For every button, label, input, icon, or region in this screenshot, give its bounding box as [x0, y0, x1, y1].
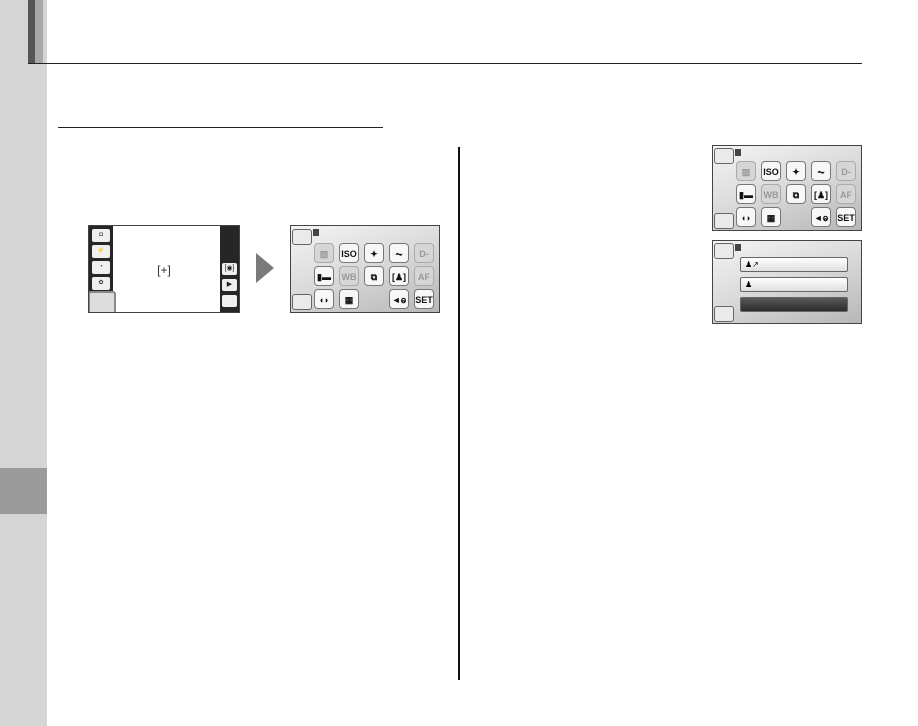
chapter-tab: [0, 468, 47, 514]
menu-icon-4[interactable]: ⏦: [811, 161, 831, 181]
menu-icon-6[interactable]: ▮▬: [736, 184, 756, 204]
focus-frame-icon: [+]: [157, 263, 171, 277]
menu-icon-14[interactable]: SET: [414, 289, 434, 309]
menu-icon-2[interactable]: ISO: [339, 243, 359, 263]
menu-back-tab[interactable]: [292, 229, 312, 245]
menu-icon-5[interactable]: D-Rg: [836, 161, 856, 197]
side-strip: [0, 0, 47, 726]
menu-icon-6[interactable]: ▮▬: [314, 266, 334, 286]
macro-off-icon[interactable]: ✿: [92, 277, 110, 290]
option-row-selected[interactable]: [740, 297, 848, 312]
menu-icon-11[interactable]: ◖◗: [736, 207, 756, 227]
menu-icon-9[interactable]: [♟]: [389, 266, 409, 286]
arrow-right-icon: [256, 253, 274, 283]
menu-icon-1[interactable]: ▨: [314, 243, 334, 263]
menu-icon-11[interactable]: ◖◗: [314, 289, 334, 309]
menu-button-highlight[interactable]: [89, 291, 116, 312]
menu-icon-4[interactable]: ⏦: [389, 243, 409, 263]
menu-icon-9[interactable]: [♟]: [811, 184, 831, 204]
face-detect-icon[interactable]: [◉]: [222, 263, 237, 275]
flash-auto-icon[interactable]: ⚡: [92, 245, 110, 258]
menu-icon-8[interactable]: ⧉: [364, 266, 384, 286]
menu-icon-2[interactable]: ISO: [761, 161, 781, 181]
menu-bottom-tab-2[interactable]: [714, 213, 734, 229]
menu-header-icon: [313, 229, 319, 236]
playback-icon[interactable]: ▶: [222, 279, 237, 291]
header-bar-light: [35, 0, 43, 64]
menu-icon-1[interactable]: ▨: [736, 161, 756, 181]
menu-icon-12[interactable]: ▦: [761, 207, 781, 227]
header-bar-dark: [28, 0, 35, 64]
self-timer-off-icon[interactable]: ◔: [92, 261, 110, 274]
menu-icon-14[interactable]: SET: [836, 207, 856, 227]
menu-icon-3[interactable]: ✦: [364, 243, 384, 263]
shooting-screen: ◘ ⚡ ◔ ✿ [+] [◉] ▶: [88, 225, 240, 313]
menu-icon-7[interactable]: WB: [761, 184, 781, 204]
section-rule: [58, 127, 383, 128]
option-row-2[interactable]: ♟: [740, 277, 848, 292]
blank-right-button[interactable]: [222, 295, 237, 307]
menu-back-tab-2[interactable]: [714, 148, 734, 164]
menu-icon-10[interactable]: AF: [836, 184, 856, 204]
option-back-tab[interactable]: [714, 243, 734, 259]
menu-icon-12[interactable]: ▦: [339, 289, 359, 309]
menu-icon-13[interactable]: ◄ⱺ: [811, 207, 831, 227]
shooting-right-panel: [◉] ▶: [220, 226, 239, 312]
menu-icon-3[interactable]: ✦: [786, 161, 806, 181]
menu-icon-7[interactable]: WB: [339, 266, 359, 286]
menu-icon-13[interactable]: ◄ⱺ: [389, 289, 409, 309]
menu-icon-5[interactable]: D-Rg: [414, 243, 434, 279]
option-row-1[interactable]: ♟↗: [740, 257, 848, 272]
menu-icon-10[interactable]: AF: [414, 266, 434, 286]
header-rule: [28, 63, 862, 64]
menu-header-icon-2: [735, 149, 741, 156]
column-divider: [458, 147, 460, 680]
option-header-icon: [735, 244, 741, 251]
menu-bottom-tab[interactable]: [292, 294, 312, 310]
menu-icon-8[interactable]: ⧉: [786, 184, 806, 204]
camera-mode-icon[interactable]: ◘: [92, 229, 110, 242]
option-bottom-tab[interactable]: [714, 306, 734, 322]
option-menu-screen: ♟↗ ♟: [712, 240, 862, 324]
